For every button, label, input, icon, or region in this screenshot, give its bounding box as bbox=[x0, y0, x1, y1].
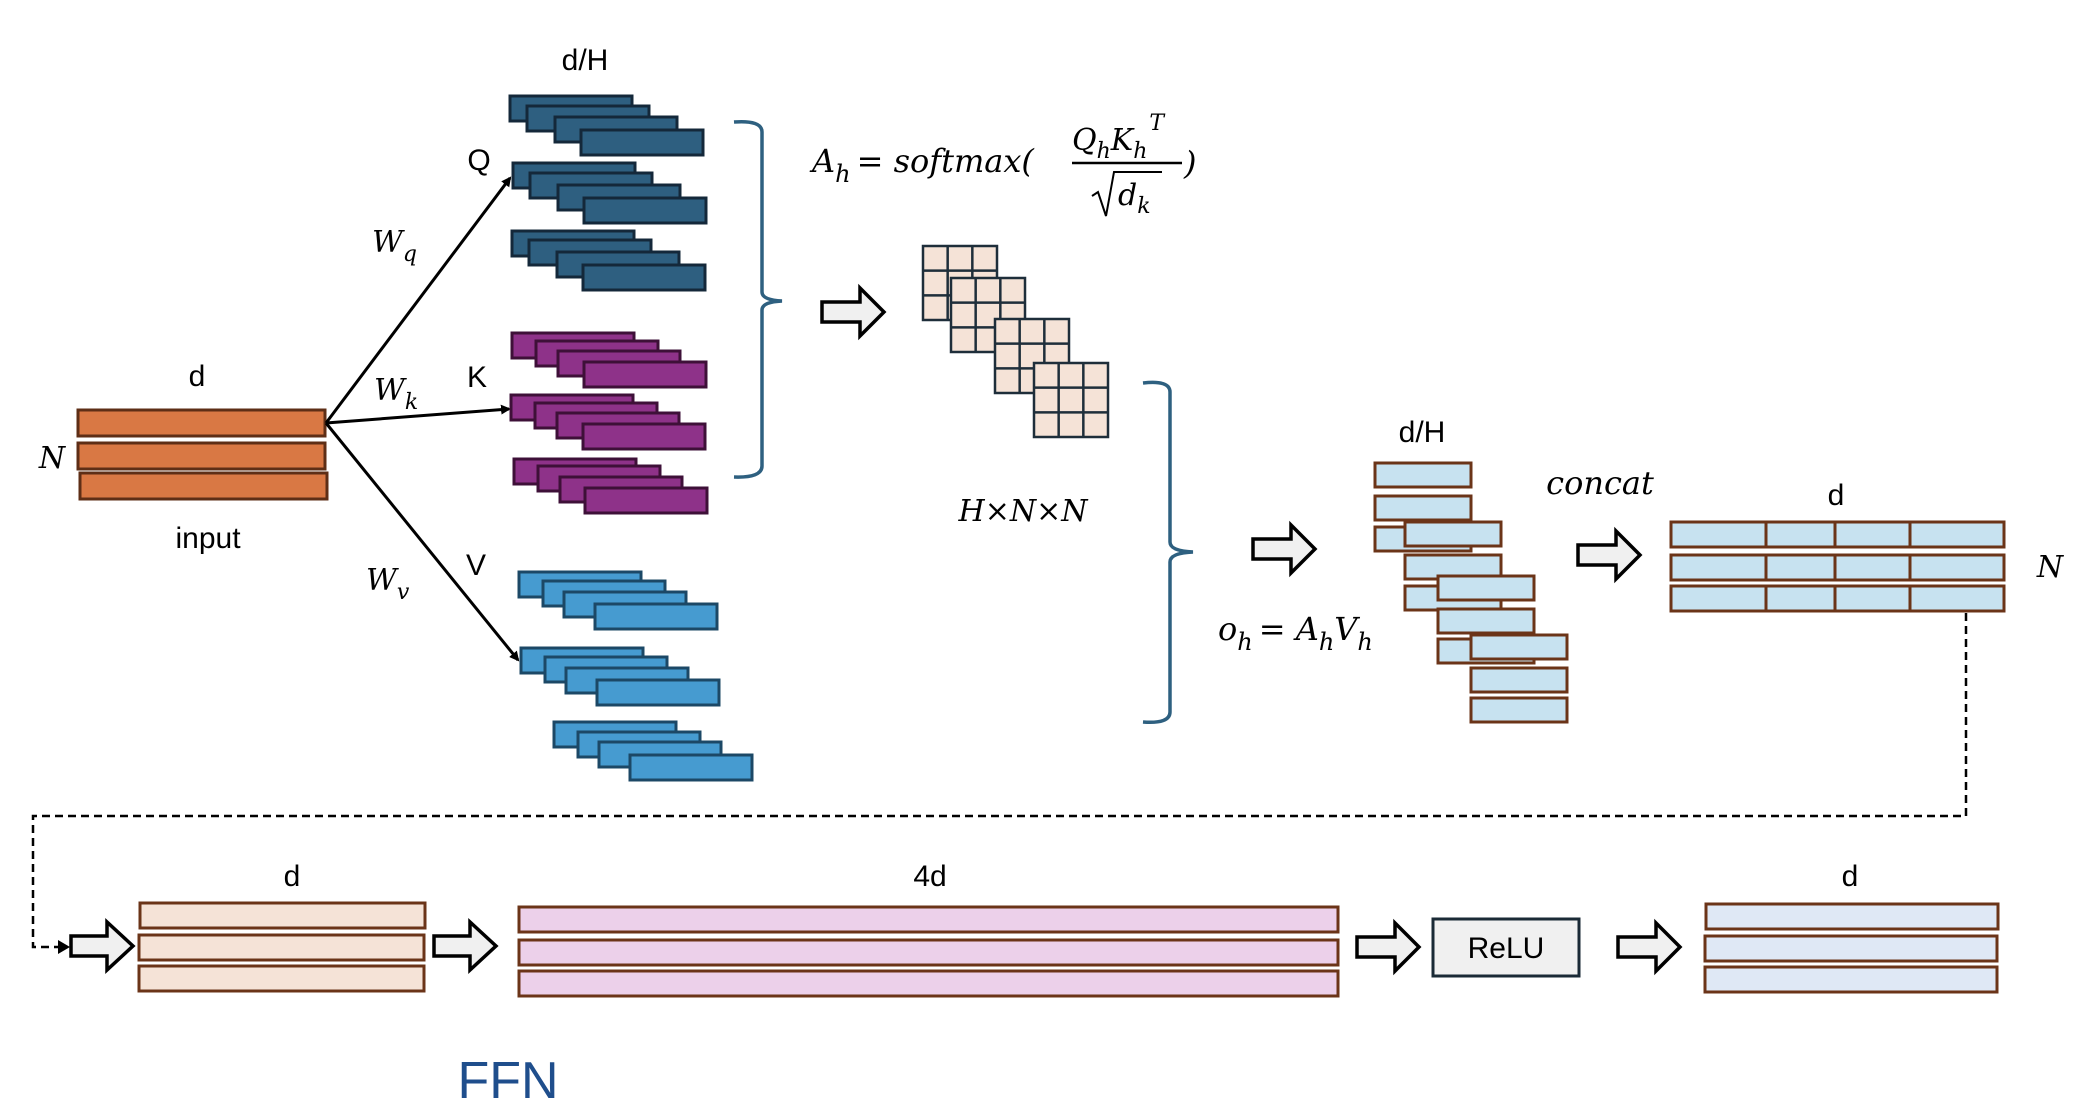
head-output-row bbox=[1469, 696, 1569, 724]
sqrt-symbol bbox=[1091, 171, 1162, 217]
query-head-bar bbox=[579, 128, 705, 157]
concat-row bbox=[1669, 553, 2006, 582]
ffn-hidden-matrix bbox=[517, 905, 1340, 998]
svg-text:dk: dk bbox=[1118, 178, 1151, 219]
concatenated-matrix bbox=[1669, 520, 2006, 613]
block-arrow-to-relu bbox=[1355, 918, 1422, 976]
ffn-hidden-row bbox=[517, 969, 1340, 998]
dashed-connector-arrowhead bbox=[58, 940, 70, 954]
input-row bbox=[78, 471, 329, 501]
ffn-output-row bbox=[1703, 934, 1999, 963]
ffn-input-row bbox=[137, 933, 426, 962]
input-label: input bbox=[175, 522, 241, 555]
k-label: K bbox=[467, 361, 487, 394]
head-output-row bbox=[1469, 633, 1569, 661]
block-arrow-to-attention bbox=[820, 283, 887, 341]
q-label: Q bbox=[467, 144, 490, 177]
attention-value-grouping-bracket bbox=[1142, 380, 1194, 725]
attention-maps bbox=[921, 244, 1110, 439]
query-head-bar bbox=[581, 263, 707, 292]
wv-label: Wv bbox=[366, 563, 410, 605]
input-row bbox=[76, 408, 327, 438]
value-head-stacks bbox=[517, 570, 754, 782]
ffn-hidden-row bbox=[517, 905, 1340, 934]
concat-label: concat bbox=[1546, 464, 1654, 502]
block-arrow-to-ffn-input bbox=[69, 918, 136, 974]
attention-shape-label: H×N×N bbox=[958, 494, 1090, 529]
block-arrow-to-head-outputs bbox=[1251, 520, 1318, 578]
head-output-row bbox=[1469, 666, 1569, 694]
value-head-bar bbox=[593, 602, 719, 631]
query-head-group bbox=[510, 229, 707, 292]
key-head-stacks bbox=[509, 331, 709, 515]
ffn-output-matrix bbox=[1703, 902, 2000, 994]
value-head-bar bbox=[628, 753, 754, 782]
value-head-group bbox=[552, 720, 754, 782]
block-arrow-to-ffn-output bbox=[1616, 918, 1683, 976]
ffn-input-row bbox=[137, 964, 426, 993]
ffn-input-row bbox=[138, 901, 427, 930]
attention-map-frame bbox=[1032, 361, 1110, 439]
svg-text:Ah= softmax(: Ah= softmax( bbox=[809, 142, 1035, 188]
ffn-input-matrix bbox=[137, 901, 427, 993]
key-head-bar bbox=[581, 422, 707, 451]
head-output-stacks bbox=[1373, 461, 1569, 724]
block-arrow-to-hidden bbox=[432, 918, 499, 974]
input-rows-label: N bbox=[38, 441, 67, 476]
ffn-title: FFN bbox=[457, 1052, 558, 1108]
head-output-row bbox=[1436, 574, 1536, 602]
concat-row bbox=[1669, 520, 2006, 549]
svg-text:QhKhT: QhKhT bbox=[1072, 111, 1166, 164]
v-label: V bbox=[466, 549, 486, 582]
relu-box bbox=[1431, 917, 1581, 978]
ffn-output-dim-label: d bbox=[1842, 860, 1859, 893]
query-head-group bbox=[511, 161, 708, 225]
head-output-group bbox=[1469, 633, 1569, 724]
head-output-row bbox=[1373, 494, 1473, 522]
ffn-input-dim-label: d bbox=[284, 860, 301, 893]
head-output-row bbox=[1373, 461, 1473, 489]
value-head-group bbox=[519, 646, 721, 707]
query-head-group bbox=[508, 94, 705, 157]
key-head-group bbox=[510, 331, 708, 389]
concat-rows-label: N bbox=[2036, 550, 2065, 585]
key-head-group bbox=[509, 393, 707, 451]
ffn-output-row bbox=[1703, 965, 1999, 994]
query-head-bar bbox=[582, 196, 708, 225]
attention-formula: Ah= softmax( QhKhT dk ) bbox=[809, 111, 1196, 219]
qkv-head-dim-label: d/H bbox=[562, 44, 609, 77]
wk-projection-arrow bbox=[325, 404, 511, 425]
ffn-hidden-row bbox=[517, 938, 1340, 967]
value-head-group bbox=[517, 570, 719, 631]
key-head-bar bbox=[583, 486, 709, 515]
concat-dim-label: d bbox=[1828, 479, 1845, 512]
ffn-hidden-dim-label: 4d bbox=[913, 860, 946, 893]
wv-projection-arrow bbox=[324, 422, 520, 662]
ffn-output-row bbox=[1704, 902, 2000, 931]
svg-text:): ) bbox=[1183, 144, 1196, 182]
relu-label: ReLU bbox=[1468, 932, 1545, 965]
key-head-bar bbox=[582, 360, 708, 389]
head-output-row bbox=[1403, 520, 1503, 548]
input-dim-label: d bbox=[189, 360, 206, 393]
value-head-bar bbox=[595, 678, 721, 707]
residual-dashed-connector bbox=[31, 613, 1968, 949]
head-output-formula: oh= AhVh bbox=[1218, 610, 1373, 656]
block-arrow-to-concat bbox=[1576, 526, 1643, 584]
input-matrix bbox=[76, 408, 329, 501]
concat-row bbox=[1669, 584, 2006, 613]
wk-label: Wk bbox=[374, 373, 418, 415]
attention-map bbox=[1032, 361, 1110, 439]
query-head-stacks bbox=[508, 94, 708, 292]
wq-projection-arrow bbox=[324, 176, 512, 424]
input-row bbox=[76, 441, 327, 471]
key-head-group bbox=[512, 457, 709, 515]
head-output-row bbox=[1436, 607, 1536, 635]
qk-grouping-bracket bbox=[733, 119, 783, 479]
wq-label: Wq bbox=[372, 225, 417, 267]
head-output-dim-label: d/H bbox=[1399, 416, 1446, 449]
